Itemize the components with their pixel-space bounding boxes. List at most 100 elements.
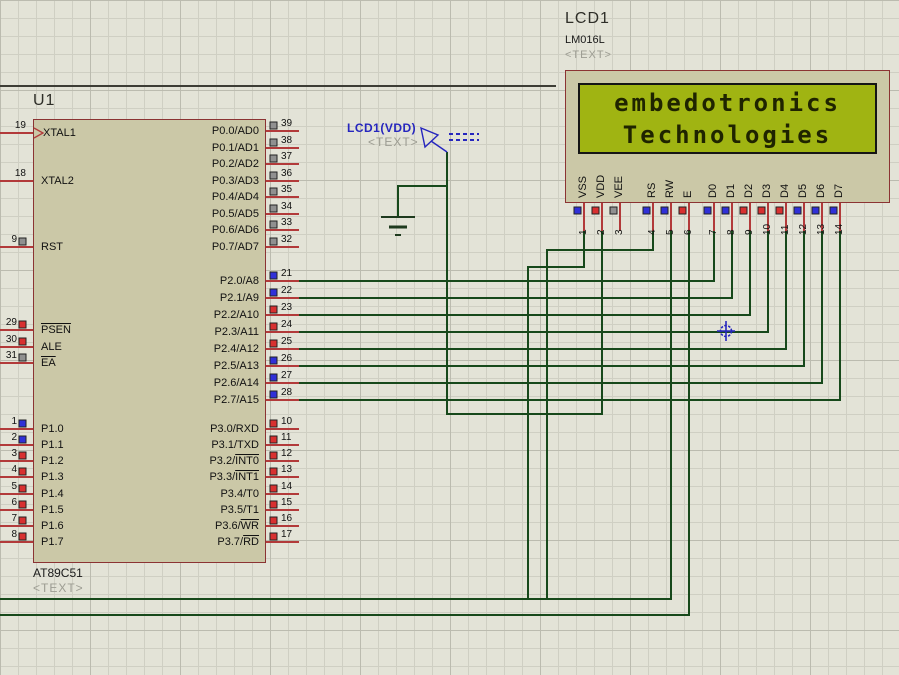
- lcd-pin-number: 1: [578, 229, 589, 235]
- pin-name-text: P2.2/A10: [213, 309, 259, 321]
- pin-name-text: EA: [41, 357, 56, 369]
- pin-name: P3.6/WR: [0, 519, 259, 533]
- pin-name: P0.5/AD5: [0, 207, 259, 221]
- pin-name-text: P3.5/T1: [220, 504, 259, 516]
- pin-name: P0.6/AD6: [0, 223, 259, 237]
- mcu-ref-label: U1: [33, 92, 56, 109]
- pin-name: P3.3/INT1: [0, 470, 259, 484]
- wire[interactable]: [299, 231, 805, 367]
- pin-name: P2.3/A11: [0, 325, 259, 339]
- lcd-pin-number: 12: [798, 223, 809, 235]
- logic-state-square: [829, 206, 838, 215]
- pin-name: P3.5/T1: [0, 503, 259, 517]
- pin-number: 6: [11, 497, 17, 508]
- wire[interactable]: [299, 231, 841, 401]
- pin-name-text: P0.3/AD3: [211, 175, 259, 187]
- pin-name: P2.1/A9: [0, 291, 259, 305]
- pin-name-text: P1.2: [41, 455, 64, 467]
- lcd-pin-number: 14: [834, 223, 845, 235]
- pin-name-text: P2.6/A14: [213, 377, 259, 389]
- lcd-pin-number: 11: [780, 224, 791, 235]
- pin-number: 33: [281, 217, 293, 228]
- logic-state-square: [757, 206, 766, 215]
- lcd-pin-label: D5: [797, 183, 809, 198]
- wire[interactable]: [546, 231, 654, 599]
- pin-name-text: P2.3/A11: [214, 326, 259, 338]
- lcd-pin-number: 5: [665, 229, 676, 235]
- pin-name-text: P1.4: [41, 488, 64, 500]
- pin-number: 8: [11, 529, 17, 540]
- pin-number: 11: [281, 432, 292, 443]
- logic-state-square: [269, 305, 278, 314]
- pin-name-text: P0.4/AD4: [211, 191, 259, 203]
- wire[interactable]: [446, 152, 603, 415]
- logic-state-square: [269, 500, 278, 509]
- lcd-pin-label: RS: [646, 182, 658, 198]
- pin-name-text: P3.4/T0: [220, 488, 259, 500]
- lcd-screen: embedotronics Technologies: [578, 83, 877, 154]
- lcd-part-label: LM016L: [565, 34, 605, 46]
- mcu-chip[interactable]: [33, 119, 266, 563]
- pin-number: 1: [11, 416, 17, 427]
- pin-name: P0.4/AD4: [0, 190, 259, 204]
- wire[interactable]: [299, 231, 769, 333]
- pin-number: 35: [281, 184, 293, 195]
- pin-number: 31: [5, 350, 17, 361]
- logic-state-square: [269, 435, 278, 444]
- wire[interactable]: [299, 231, 787, 350]
- pin-number: 30: [5, 334, 17, 345]
- pin-name: P0.1/AD1: [0, 141, 259, 155]
- logic-state-square: [660, 206, 669, 215]
- lcd-ref-label: LCD1: [565, 10, 610, 27]
- logic-state-square: [739, 206, 748, 215]
- pin-number: 39: [281, 118, 293, 129]
- pin-name-text: P0.1/AD1: [211, 142, 259, 154]
- pin-number: 4: [11, 464, 17, 475]
- power-terminal-label: LCD1(VDD): [347, 121, 417, 135]
- pin-number: 32: [281, 234, 293, 245]
- logic-state-square: [269, 220, 278, 229]
- lcd-pin-label: VSS: [577, 175, 589, 198]
- power-text-placeholder: <TEXT>: [368, 135, 419, 149]
- logic-state-square: [269, 322, 278, 331]
- pin-name-text: P1.7: [41, 536, 64, 548]
- logic-state-square: [18, 451, 27, 460]
- wire[interactable]: [527, 231, 585, 599]
- wire[interactable]: [397, 185, 447, 217]
- pin-name: P0.0/AD0: [0, 124, 259, 138]
- pin-number: 28: [281, 387, 293, 398]
- wire[interactable]: [0, 231, 690, 616]
- lcd-pin-number: 6: [683, 229, 694, 235]
- wire[interactable]: [299, 231, 733, 299]
- lcd-pin-label: D2: [743, 183, 755, 198]
- logic-state-square: [269, 204, 278, 213]
- pin-number: 13: [281, 464, 293, 475]
- pin-name-text: P3.3/: [209, 471, 236, 483]
- pin-name: P1.6: [41, 519, 64, 533]
- lcd-pin-label: E: [682, 190, 694, 198]
- pin-name: ALE: [41, 340, 62, 354]
- logic-state-square: [269, 516, 278, 525]
- logic-state-square: [18, 353, 27, 362]
- pin-name-text: RD: [243, 536, 259, 548]
- wire[interactable]: [299, 231, 715, 282]
- wire[interactable]: [299, 231, 751, 316]
- logic-state-square: [269, 271, 278, 280]
- logic-state-square: [573, 206, 582, 215]
- pin-number: 17: [281, 529, 293, 540]
- pin-number: 3: [11, 448, 17, 459]
- wire[interactable]: [0, 231, 672, 600]
- pin-name-text: P3.0/RXD: [210, 423, 259, 435]
- pin-name: XTAL2: [41, 174, 74, 188]
- pin-name-text: P0.2/AD2: [211, 158, 259, 170]
- pin-number: 2: [11, 432, 17, 443]
- pin-name-text: P2.0/A8: [219, 275, 259, 287]
- logic-state-square: [269, 484, 278, 493]
- wire[interactable]: [299, 231, 823, 384]
- pin-number: 16: [281, 513, 293, 524]
- logic-state-square: [18, 337, 27, 346]
- lcd-text-placeholder: <TEXT>: [565, 49, 612, 61]
- logic-state-square: [269, 237, 278, 246]
- pin-number: 23: [281, 302, 293, 313]
- logic-state-square: [18, 435, 27, 444]
